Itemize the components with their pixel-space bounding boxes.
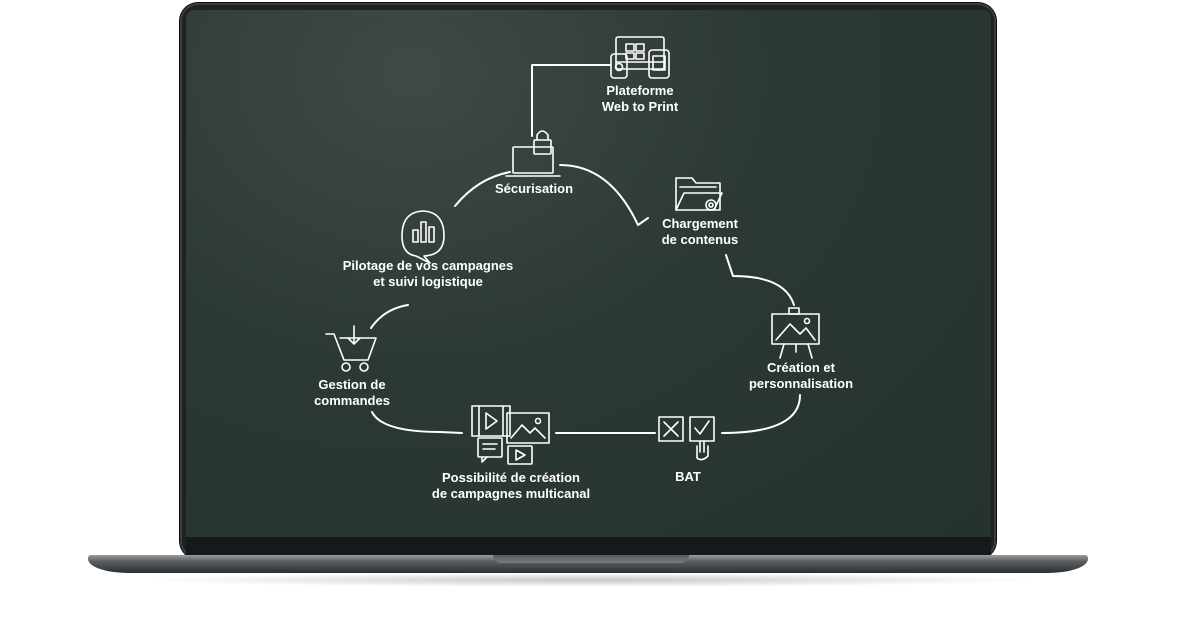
connector-creation-bat xyxy=(721,394,801,434)
screen-bezel xyxy=(186,537,991,555)
chargement-line2: de contenus xyxy=(661,232,739,247)
chargement-line1: Chargement xyxy=(662,216,738,231)
devices-icon xyxy=(610,36,670,79)
connector-gestion-pilotage xyxy=(370,304,409,329)
securisation-line1: Sécurisation xyxy=(494,181,574,196)
node-creation-label: Création et personnalisation xyxy=(749,360,853,392)
laptop-screen xyxy=(186,10,991,537)
possibilite-line2: de campagnes multicanal xyxy=(431,486,591,501)
node-plateforme-label: Plateforme Web to Print xyxy=(602,83,678,115)
creation-line1: Création et xyxy=(767,360,835,375)
plateforme-line2: Web to Print xyxy=(601,99,679,114)
folder-gear-icon xyxy=(675,177,723,211)
pilotage-line1: Pilotage de vos campagnes xyxy=(342,258,514,273)
creation-line2: personnalisation xyxy=(748,376,854,391)
checkbox-hand-icon xyxy=(658,416,715,461)
connector-securisation-plateforme xyxy=(531,64,611,137)
plateforme-line1: Plateforme xyxy=(606,83,674,98)
connector-securisation-chargement xyxy=(559,164,649,226)
laptop-notch xyxy=(493,555,689,563)
cycle-connectors xyxy=(370,64,801,434)
node-gestion-label: Gestion de commandes xyxy=(314,377,390,409)
multimedia-icon xyxy=(471,405,550,465)
node-bat-label: BAT xyxy=(675,469,701,485)
connector-chargement-creation xyxy=(725,254,795,306)
cart-icon xyxy=(325,325,377,372)
node-chargement-label: Chargement de contenus xyxy=(662,216,739,248)
connector-gestion-possibilite xyxy=(371,411,463,434)
possibilite-line1: Possibilité de création xyxy=(441,470,580,485)
bat-line1: BAT xyxy=(675,469,701,484)
gestion-line2: commandes xyxy=(314,393,390,408)
connector-pilotage-securisation xyxy=(454,171,511,207)
easel-icon xyxy=(771,307,820,359)
pilotage-line2: et suivi logistique xyxy=(373,274,483,289)
node-securisation-label: Sécurisation xyxy=(495,181,573,197)
node-pilotage-label: Pilotage de vos campagnes et suivi logis… xyxy=(343,258,514,290)
laptop-shadow xyxy=(140,573,1040,587)
laptop-base xyxy=(88,555,1088,573)
chart-bubble-icon xyxy=(401,210,445,264)
laptop-lock-icon xyxy=(505,130,561,177)
node-possibilite-label: Possibilité de création de campagnes mul… xyxy=(432,470,590,502)
gestion-line1: Gestion de xyxy=(318,377,386,392)
